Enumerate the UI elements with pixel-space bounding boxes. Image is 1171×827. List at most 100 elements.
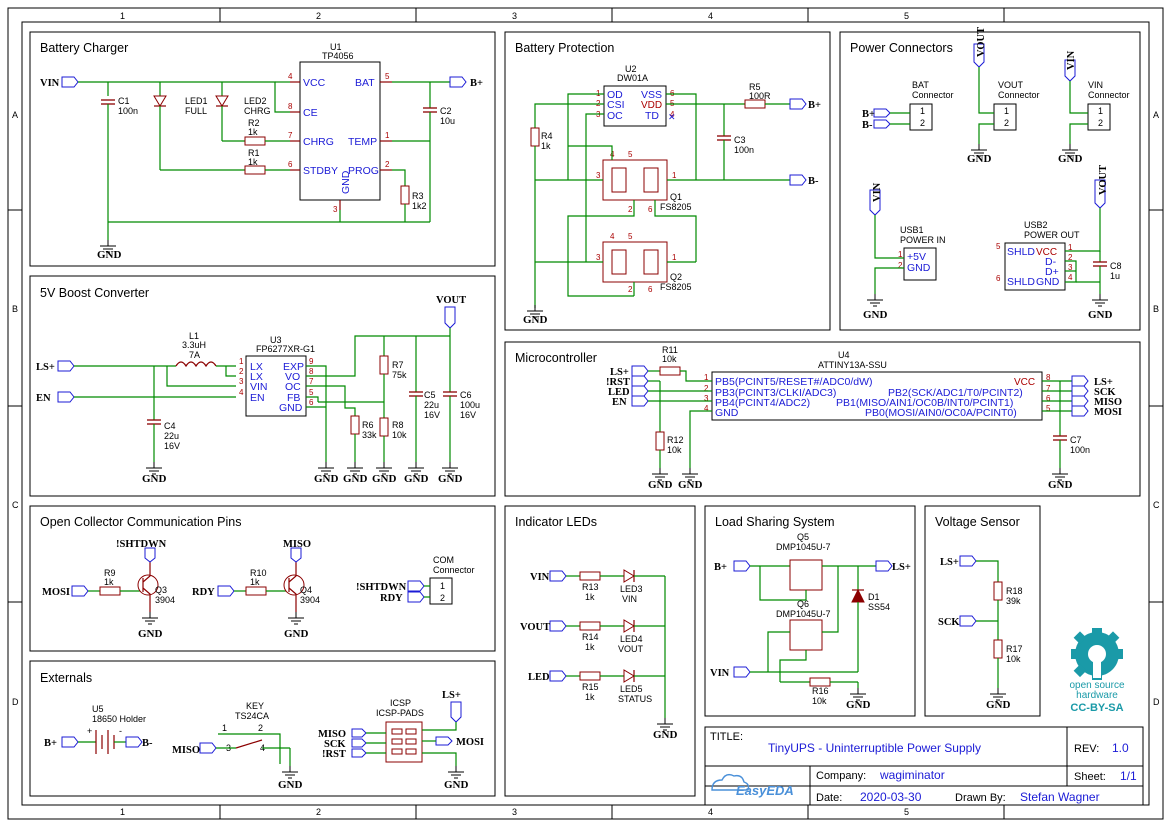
svg-text:C2: C2: [440, 106, 452, 116]
svg-text:8: 8: [309, 367, 314, 376]
battery-charger-circuit: VIN C1 100n LED1 FULL LED2 CHRG R2 1k R1…: [40, 42, 483, 261]
net-flag-bplus: [449, 76, 467, 88]
svg-text:GND: GND: [863, 309, 888, 321]
svg-text:10k: 10k: [667, 445, 682, 455]
inductor-l1: [175, 361, 217, 368]
svg-text:1: 1: [120, 807, 125, 817]
svg-text:PB5(PCINT5/RESET#/ADC0/dW): PB5(PCINT5/RESET#/ADC0/dW): [715, 376, 873, 388]
svg-text:7: 7: [1046, 384, 1051, 393]
svg-text:6: 6: [648, 285, 653, 294]
svg-text:5: 5: [628, 232, 633, 241]
svg-text:Connector: Connector: [1088, 90, 1130, 100]
svg-text:D: D: [1153, 697, 1160, 707]
section-title-externals: Externals: [40, 671, 92, 685]
svg-text:3904: 3904: [300, 595, 320, 605]
d1-ss54: [851, 588, 865, 603]
open-collector-circuit: MOSI R9 1k Q3 3904 !SHTDWN GND RDY R10 1…: [42, 539, 475, 640]
svg-text:SCK: SCK: [1094, 387, 1116, 398]
svg-text:VOUT: VOUT: [1098, 165, 1109, 195]
easyeda-logo: EasyEDA: [711, 773, 794, 798]
svg-text:100R: 100R: [749, 91, 771, 101]
svg-text:SHLD: SHLD: [1007, 276, 1035, 288]
svg-text:R7: R7: [392, 360, 404, 370]
svg-text:1: 1: [440, 581, 445, 591]
svg-text:GND: GND: [846, 699, 871, 711]
svg-text:2: 2: [898, 261, 903, 270]
svg-text:GND: GND: [138, 628, 163, 640]
svg-text:GND: GND: [284, 628, 309, 640]
section-title-micro: Microcontroller: [515, 351, 597, 365]
svg-text:OC: OC: [285, 381, 301, 393]
svg-text:CC-BY-SA: CC-BY-SA: [1070, 702, 1123, 714]
svg-text:+: +: [87, 726, 92, 736]
boost-converter-circuit: LS+ EN L1 3.3uH 7A C4 22u 16V GND U3 FP6…: [36, 295, 480, 485]
vin-connector: [1087, 103, 1111, 131]
svg-text:GND: GND: [1058, 153, 1083, 165]
svg-text:C: C: [12, 500, 19, 510]
net-flag-vin: [61, 76, 79, 88]
svg-text:!SHTDWN: !SHTDWN: [356, 582, 407, 593]
section-title-battery-charger: Battery Charger: [40, 41, 128, 55]
svg-text:1k: 1k: [585, 692, 595, 702]
svg-text:LS+: LS+: [1094, 377, 1113, 388]
svg-text:PROG: PROG: [348, 165, 379, 177]
svg-text:LS+: LS+: [892, 562, 911, 573]
title-label: TITLE:: [710, 731, 743, 743]
svg-text:C6: C6: [460, 390, 472, 400]
load-sharing-box: [704, 505, 916, 717]
svg-text:U5: U5: [92, 704, 104, 714]
col-4: 4: [708, 11, 713, 21]
svg-text:ICSP-PADS: ICSP-PADS: [376, 708, 424, 718]
svg-text:ICSP: ICSP: [390, 698, 411, 708]
u4-attiny13a: [711, 371, 1043, 421]
svg-text:3.3uH: 3.3uH: [182, 340, 206, 350]
svg-text:7A: 7A: [189, 350, 200, 360]
svg-text:18650 Holder: 18650 Holder: [92, 714, 146, 724]
svg-text:GND: GND: [97, 249, 122, 261]
svg-text:CHRG: CHRG: [303, 136, 334, 148]
rev-value: 1.0: [1112, 741, 1129, 755]
svg-text:LX: LX: [250, 371, 263, 383]
svg-text:R17: R17: [1006, 644, 1023, 654]
svg-text:GND: GND: [372, 473, 397, 485]
section-title-open-collector: Open Collector Communication Pins: [40, 515, 241, 529]
svg-text:6: 6: [1046, 394, 1051, 403]
svg-text:3: 3: [512, 807, 517, 817]
svg-text:4: 4: [1068, 273, 1073, 282]
svg-text:1: 1: [1068, 243, 1073, 252]
svg-text:3: 3: [239, 377, 244, 386]
microcontroller-circuit: U4 ATTINY13A-SSU PB5(PCINT5/RESET#/ADC0/…: [606, 345, 1122, 491]
svg-text:VIN: VIN: [1066, 50, 1077, 70]
svg-text:CE: CE: [303, 107, 318, 119]
boost-converter-box: [29, 275, 496, 497]
frame: [7, 7, 1164, 820]
svg-text:10k: 10k: [1006, 654, 1021, 664]
svg-text:CHRG: CHRG: [244, 106, 271, 116]
svg-text:R2: R2: [248, 118, 260, 128]
svg-text:R5: R5: [749, 82, 761, 92]
svg-text:GND: GND: [523, 314, 548, 326]
svg-text:VIN: VIN: [622, 594, 637, 604]
q5-dmp1045u: [789, 559, 823, 591]
svg-text:MOSI: MOSI: [42, 587, 70, 598]
cloud-icon: [711, 773, 750, 791]
svg-text:CSI: CSI: [607, 99, 625, 111]
svg-text:16V: 16V: [164, 441, 180, 451]
svg-text:GND: GND: [967, 153, 992, 165]
svg-text:R3: R3: [412, 191, 424, 201]
svg-text:7: 7: [288, 131, 293, 140]
svg-text:VIN: VIN: [40, 78, 60, 89]
u2-dw01a: [603, 85, 667, 127]
svg-text:100n: 100n: [118, 106, 138, 116]
title-block: TITLE: TinyUPS - Uninterruptible Power S…: [704, 726, 1144, 806]
svg-text:B-: B-: [142, 738, 153, 749]
svg-text:LED: LED: [528, 672, 550, 683]
svg-text:R4: R4: [541, 131, 553, 141]
vout-connector: [993, 103, 1017, 131]
svg-text:GND: GND: [438, 473, 463, 485]
svg-text:5: 5: [309, 388, 314, 397]
svg-text:ATTINY13A-SSU: ATTINY13A-SSU: [818, 360, 887, 370]
svg-text:R10: R10: [250, 568, 267, 578]
svg-text:U4: U4: [838, 350, 850, 360]
